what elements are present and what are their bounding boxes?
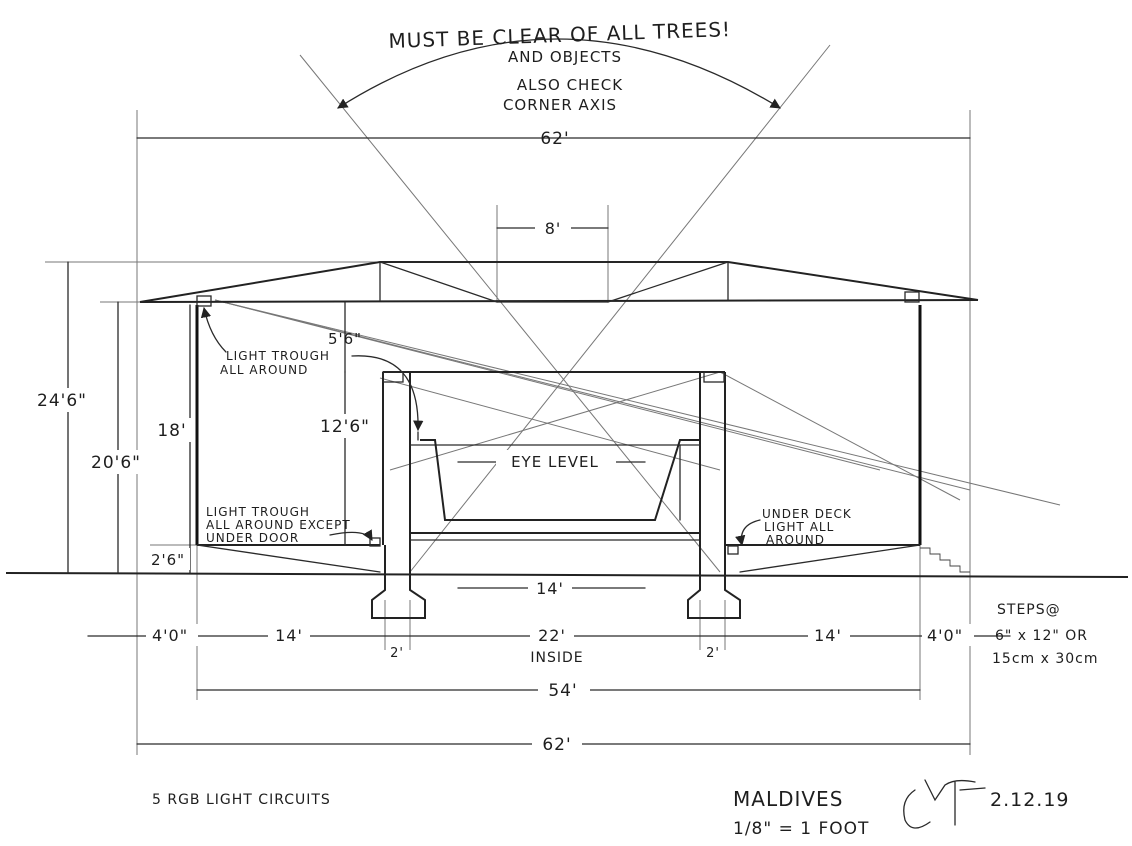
title-scale: 1/8" = 1 FOOT bbox=[733, 819, 869, 839]
dim-overall-height: 24'6" bbox=[37, 391, 87, 411]
note-light-trough-1: LIGHT TROUGH bbox=[226, 349, 330, 363]
pool bbox=[409, 431, 701, 541]
dim-side-left-span: 14' bbox=[275, 626, 303, 645]
dim-bottom-width: 62' bbox=[542, 735, 571, 755]
light-fixtures bbox=[369, 537, 739, 555]
note-under-deck-2: LIGHT ALL bbox=[764, 520, 834, 534]
footings bbox=[371, 545, 741, 619]
outer-walls bbox=[195, 291, 922, 573]
note-light-trough-except-1: LIGHT TROUGH bbox=[206, 505, 310, 519]
roof bbox=[139, 261, 979, 303]
inner-room bbox=[382, 371, 726, 545]
note-also-check: ALSO CHECK bbox=[517, 76, 623, 94]
dim-side-right-span: 14' bbox=[814, 626, 842, 645]
extension-lines bbox=[45, 110, 971, 755]
title-date: 2.12.19 bbox=[990, 789, 1070, 811]
dim-side-left-offset: 4'0" bbox=[152, 626, 188, 645]
note-under-deck-3: AROUND bbox=[766, 533, 825, 547]
dim-mid-span: 54' bbox=[548, 681, 577, 701]
note-under-deck-1: UNDER DECK bbox=[762, 507, 852, 521]
view-arc bbox=[337, 38, 781, 109]
note-eye-level: EYE LEVEL bbox=[511, 453, 599, 471]
note-and-objects: AND OBJECTS bbox=[508, 48, 622, 66]
dim-wall-right: 2' bbox=[706, 646, 720, 661]
note-steps-3: 15cm x 30cm bbox=[992, 651, 1098, 667]
note-light-trough-except-2: ALL AROUND EXCEPT bbox=[206, 518, 351, 532]
dim-side-right-offset: 4'0" bbox=[927, 626, 963, 645]
dim-plinth: 2'6" bbox=[151, 551, 185, 569]
note-corner-axis: CORNER AXIS bbox=[503, 96, 617, 114]
leader-light-trough-right bbox=[351, 355, 424, 432]
title-location: MALDIVES bbox=[733, 787, 843, 811]
sight-lines bbox=[214, 44, 1061, 573]
note-steps-2: 6" x 12" OR bbox=[995, 628, 1088, 644]
steps bbox=[920, 547, 970, 573]
note-steps-1: STEPS@ bbox=[997, 602, 1061, 618]
dim-inside-label: INSIDE bbox=[530, 650, 583, 666]
dim-wall-height: 20'6" bbox=[91, 453, 141, 473]
dim-pool: 14' bbox=[536, 579, 564, 598]
dim-wall-left: 2' bbox=[390, 646, 404, 661]
note-light-trough-2: ALL AROUND bbox=[220, 363, 308, 377]
leader-under-deck bbox=[735, 519, 761, 547]
ground-line bbox=[5, 572, 1129, 578]
note-light-trough-except-3: UNDER DOOR bbox=[206, 531, 299, 545]
leader-except bbox=[329, 529, 373, 541]
dim-upper-gap: 5'6" bbox=[328, 330, 362, 348]
dim-inner-room: 12'6" bbox=[320, 417, 370, 437]
leader-light-trough-left bbox=[200, 306, 227, 353]
note-circuits: 5 RGB LIGHT CIRCUITS bbox=[152, 792, 331, 808]
signature-mark bbox=[903, 779, 986, 829]
dim-inside-span: 22' bbox=[538, 626, 566, 645]
dim-inner-height: 18' bbox=[157, 421, 186, 441]
dim-oculus: 8' bbox=[545, 219, 562, 238]
dim-top-width: 62' bbox=[540, 129, 569, 149]
